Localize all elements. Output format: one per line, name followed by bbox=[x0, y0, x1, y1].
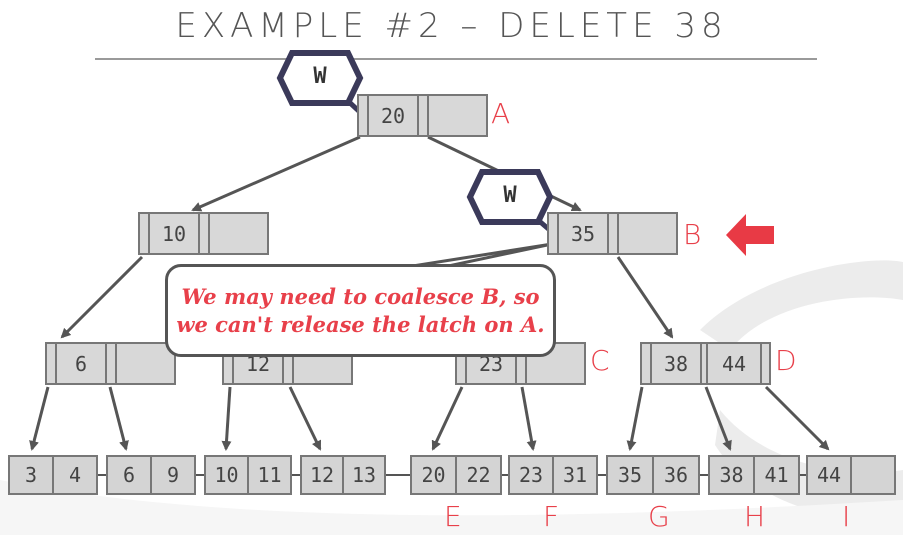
edge-12-leaf3 bbox=[221, 386, 232, 451]
leaf-key: 36 bbox=[663, 463, 689, 487]
node-label-b: B bbox=[683, 218, 702, 251]
callout-bubble: We may need to coalesce B, so we can't r… bbox=[165, 264, 556, 357]
leaf-key: 4 bbox=[68, 463, 82, 487]
leaf-key: 12 bbox=[302, 457, 344, 493]
node-10: 10 bbox=[138, 212, 269, 255]
leaf-key: 10 bbox=[206, 457, 249, 493]
node-key: 20 bbox=[369, 96, 419, 135]
leaf-key: 22 bbox=[466, 463, 491, 487]
leaf-key: 23 bbox=[510, 457, 554, 493]
node-label-c: C bbox=[590, 344, 610, 377]
leaf-node-g: 35 36 bbox=[606, 455, 700, 495]
edge-d-leafi bbox=[764, 385, 830, 451]
leaf-node-f: 23 31 bbox=[508, 455, 598, 495]
leaf-node: 6 9 bbox=[106, 455, 196, 495]
edge-d-leafh bbox=[704, 386, 732, 451]
callout-line-1: We may need to coalesce B, so bbox=[181, 283, 540, 309]
leaf-label-f: F bbox=[543, 500, 560, 533]
leaf-node: 12 13 bbox=[300, 455, 386, 495]
leaf-node-h: 38 41 bbox=[708, 455, 800, 495]
leaf-key: 38 bbox=[710, 457, 755, 493]
node-key bbox=[619, 214, 676, 253]
node-key: 6 bbox=[57, 344, 107, 383]
edge-c-leaff bbox=[520, 386, 537, 451]
arrow-left-icon bbox=[726, 214, 774, 256]
edge-12-leaf4 bbox=[288, 386, 322, 451]
leaf-key: 6 bbox=[108, 457, 152, 493]
node-6: 6 bbox=[45, 342, 176, 385]
leaf-key: 44 bbox=[808, 457, 852, 493]
leaf-node-e: 20 22 bbox=[410, 455, 502, 495]
edge-c-leafe bbox=[431, 386, 464, 451]
leaf-label-e: E bbox=[444, 500, 462, 533]
node-b: 35 bbox=[547, 212, 678, 255]
leaf-label-g: G bbox=[648, 500, 670, 533]
edge-d-leafg bbox=[626, 386, 644, 451]
node-key: 44 bbox=[708, 344, 762, 383]
node-key: 35 bbox=[559, 214, 609, 253]
node-key bbox=[210, 214, 267, 253]
leaf-node: 10 11 bbox=[204, 455, 292, 495]
leaf-key: 9 bbox=[166, 463, 180, 487]
leaf-key: 11 bbox=[257, 463, 282, 487]
node-d: 38 44 bbox=[640, 342, 771, 385]
leaf-label-h: H bbox=[744, 500, 766, 533]
leaf-key bbox=[852, 457, 894, 493]
leaf-key: 20 bbox=[412, 457, 457, 493]
node-key: 38 bbox=[652, 344, 702, 383]
leaf-node: 3 4 bbox=[8, 455, 98, 495]
edge-6-leaf2 bbox=[108, 386, 129, 451]
leaf-key: 31 bbox=[562, 463, 588, 487]
leaf-key: 3 bbox=[10, 457, 54, 493]
node-label-a: A bbox=[491, 97, 511, 130]
callout-line-2: we can't release the latch on A. bbox=[176, 311, 545, 337]
node-label-d: D bbox=[775, 344, 797, 377]
latch-mode-a: W bbox=[313, 64, 327, 89]
node-key: 10 bbox=[150, 214, 200, 253]
latch-mode-b: W bbox=[503, 183, 517, 208]
node-key bbox=[429, 96, 486, 135]
node-key bbox=[117, 344, 174, 383]
leaf-label-i: I bbox=[842, 500, 851, 533]
edge-6-leaf1 bbox=[29, 386, 50, 451]
node-a: 20 bbox=[357, 94, 488, 137]
leaf-key: 13 bbox=[351, 463, 377, 487]
leaf-key: 35 bbox=[608, 457, 654, 493]
leaf-node-i: 44 bbox=[806, 455, 896, 495]
edge-b-d bbox=[616, 256, 674, 339]
leaf-key: 41 bbox=[764, 463, 789, 487]
slide-title: EXAMPLE #2 – DELETE 38 bbox=[175, 6, 728, 46]
edge-a-10 bbox=[191, 135, 361, 212]
edge-10-6 bbox=[60, 255, 144, 339]
title-divider bbox=[95, 58, 817, 60]
